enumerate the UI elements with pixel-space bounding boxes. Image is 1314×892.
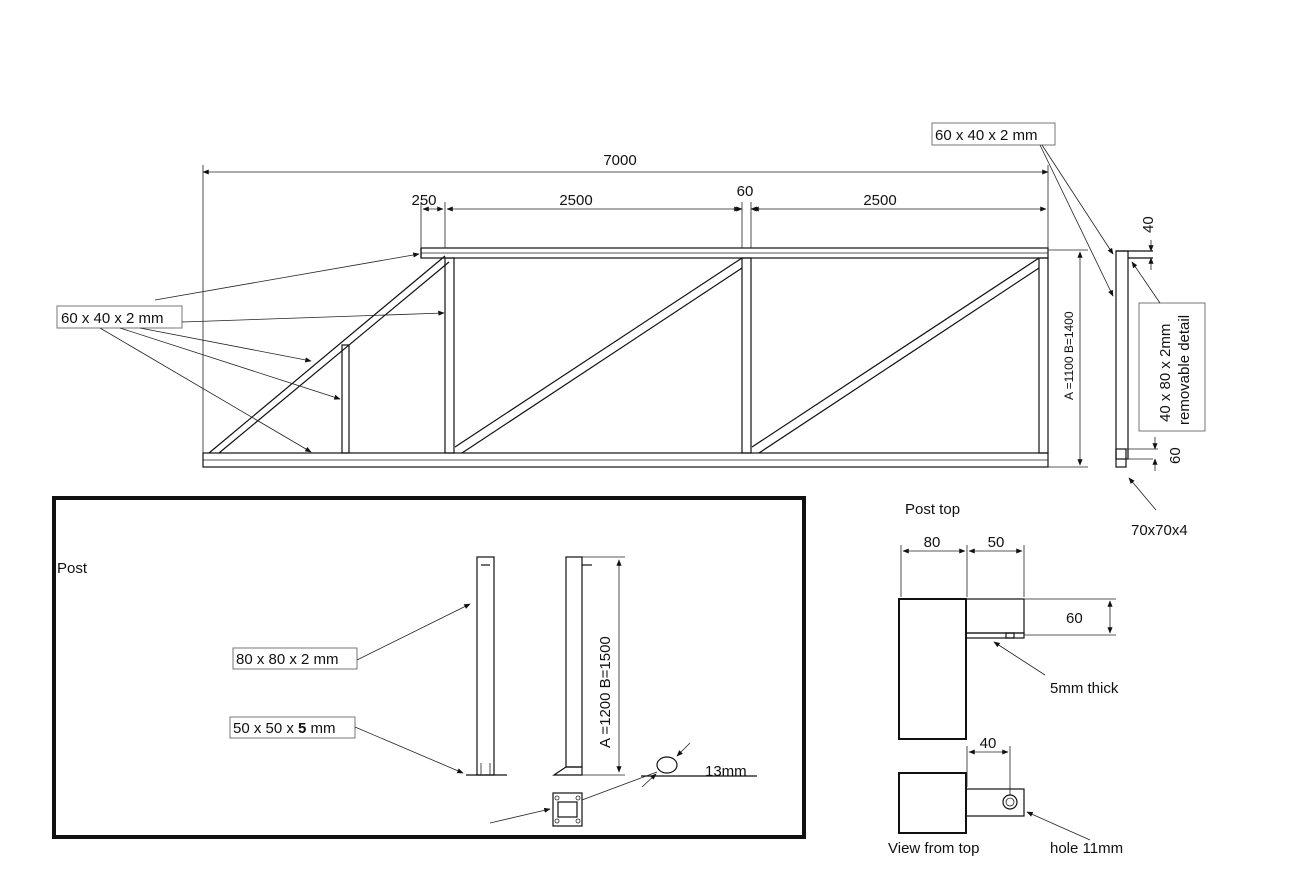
dim-2500-a: 2500 [559,192,592,209]
gate-upright-1 [444,257,455,454]
section-dim-60: 60 [1167,447,1184,464]
view-top-tab [965,788,1025,817]
tail-upright [341,344,350,454]
section-dim-40: 40 [1140,216,1157,233]
post-panel-frame [52,496,806,839]
section-stile [1115,250,1129,460]
view-from-top-label: View from top [888,840,979,857]
post-top-bracket [965,598,1025,634]
removable-line1: 40 x 80 x 2mm [1157,324,1174,422]
view-top-dim-40: 40 [980,735,997,752]
post-top-dim-50: 50 [988,534,1005,551]
dim-60-gap: 60 [737,183,754,200]
post-side [565,556,583,768]
thickness-label: 5mm thick [1050,680,1119,697]
dim-2500-b: 2500 [863,192,896,209]
hole-label: hole 11mm [1050,840,1123,857]
post-top-dim-60: 60 [1066,610,1083,627]
hole-icon [1002,794,1018,810]
post-label-50: 50 x 50 x 5 mm [233,720,336,737]
dim-250: 250 [411,192,436,209]
post-label-80: 80 x 80 x 2 mm [236,651,339,668]
weld-dim-13mm: 13mm [705,763,747,780]
post-top-title: Post top [905,501,960,518]
hinge-plate [552,792,583,827]
gate-profile-callout: 60 x 40 x 2 mm [56,252,445,453]
section-top-label: 60 x 40 x 2 mm [935,127,1038,144]
post-top-square [898,598,967,740]
removable-line2: removable detail [1176,315,1193,425]
post-panel: Post A =1200 B=1500 80 x 80 x 2 mm 50 x … [52,496,806,839]
weld-circle [656,756,678,774]
gate-upright-3 [1038,257,1049,454]
post-title: Post [57,560,88,577]
post-top-dim-80: 80 [924,534,941,551]
post-front [476,556,495,776]
gate-dimensions: 7000 250 2500 60 2500 A =1100 B=1400 [202,152,1088,468]
removable-detail-box [1138,302,1206,432]
post-height-dim: A =1200 B=1500 [597,636,614,748]
section-bottom-label: 70x70x4 [1131,522,1188,539]
profile-label: 60 x 40 x 2 mm [61,310,164,327]
post-side-base [552,766,583,776]
dim-total: 7000 [603,152,636,169]
gate-elevation [202,247,1049,468]
section-bottom-profile [1115,448,1127,468]
profile-label-box [56,305,183,329]
view-top-square [898,772,967,834]
gate-diagonals [208,255,1040,454]
gate-height-dim: A =1100 B=1400 [1062,311,1076,400]
gate-upright-2 [741,257,752,454]
side-section: 60 x 40 x 2 mm 40 40 x 80 x 2mm removabl… [931,122,1206,539]
post-top-detail: Post top 80 50 60 5mm thick 40 View from… [888,501,1123,857]
